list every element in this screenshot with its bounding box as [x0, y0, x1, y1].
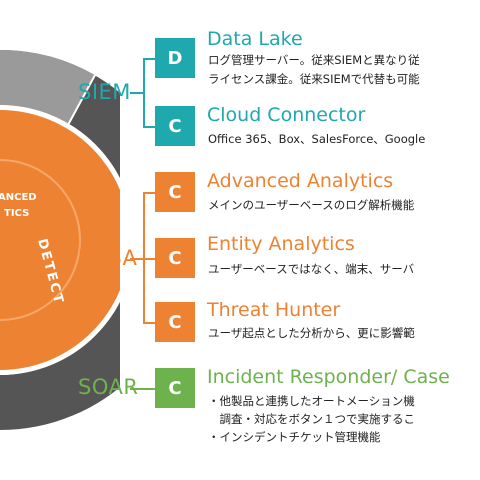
orange-core [0, 110, 120, 370]
core-label-line-1: ANCED [0, 192, 37, 203]
group-label-soar: SOAR [78, 375, 139, 399]
desc-cloud-connector: Office 365、Box、SalesForce、Google [208, 132, 426, 146]
group-label-ueba: UEBA [78, 246, 138, 270]
desc-incident-responder-2: 調査・対応をボタン１つで実施するこ [208, 412, 415, 426]
connector-ueba-top [143, 192, 155, 194]
group-label-siem: SIEM [78, 80, 131, 104]
title-entity-analytics: Entity Analytics [207, 233, 355, 255]
badge-threat-hunter: C [155, 302, 195, 342]
core-label-line-2: TICS [4, 208, 29, 219]
title-cloud-connector: Cloud Connector [207, 104, 366, 126]
desc-incident-responder-3: ・インシデントチケット管理機能 [208, 430, 381, 444]
title-data-lake: Data Lake [207, 28, 303, 50]
badge-incident-responder: C [155, 368, 195, 408]
badge-advanced-analytics: C [155, 172, 195, 212]
connector-siem-bottom [143, 126, 155, 128]
connector-ueba-mid [130, 258, 155, 260]
segment-divider [67, 74, 96, 126]
desc-threat-hunter: ユーザ起点とした分析から、更に影響範 [208, 326, 415, 340]
badge-cloud-connector: C [155, 106, 195, 146]
connector-ueba [143, 192, 157, 322]
desc-advanced-analytics: メインのユーザーベースのログ解析機能 [208, 198, 415, 212]
detect-ring-diagram: ANCED TICS DETECT [0, 49, 120, 430]
core-accent [0, 159, 81, 321]
connector-siem [143, 58, 157, 126]
connector-soar [130, 388, 155, 390]
desc-entity-analytics: ユーザーベースではなく、端末、サーバ [208, 262, 415, 276]
title-advanced-analytics: Advanced Analytics [207, 170, 394, 192]
desc-incident-responder-1: ・他製品と連携したオートメーション機 [208, 394, 415, 408]
badge-entity-analytics: C [155, 238, 195, 278]
connector-ueba-bottom [143, 322, 155, 324]
connector-siem-top [143, 58, 155, 60]
connector-siem-stem [130, 92, 143, 94]
light-gray-segment [0, 49, 95, 126]
desc-data-lake-2: ライセンス課金。従来SIEMで代替も可能 [208, 72, 420, 86]
title-incident-responder: Incident Responder/ Case [207, 366, 450, 388]
desc-data-lake-1: ログ管理サーバー。従来SIEMと異なり従 [208, 53, 420, 67]
badge-data-lake: D [155, 38, 195, 78]
title-threat-hunter: Threat Hunter [207, 299, 341, 321]
